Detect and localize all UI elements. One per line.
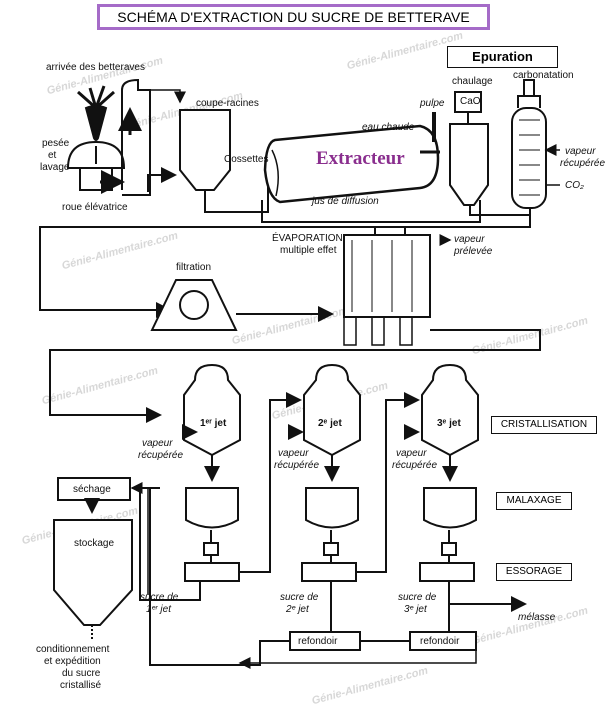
label-refondoir1: refondoir	[298, 636, 338, 647]
label-vapeur2: vapeur	[278, 448, 309, 459]
label-sucre2a: sucre de	[280, 592, 319, 603]
label-multiple: multiple effet	[280, 245, 337, 256]
label-cond4: cristallisé	[60, 680, 102, 691]
label-jet3: 3ᵉ jet	[437, 418, 461, 429]
label-coupe: coupe-racines	[196, 98, 259, 109]
label-evaporation: ÉVAPORATION	[272, 233, 343, 244]
evaporator-icon	[343, 228, 431, 346]
label-recup1: récupérée	[138, 450, 184, 461]
vacuum-pan-1	[183, 363, 241, 457]
label-cao: CaO	[460, 96, 481, 107]
label-recup2: récupérée	[274, 460, 320, 471]
label-vapeur-p: vapeur	[454, 234, 485, 245]
label-pesee: pesée	[42, 138, 70, 149]
label-lavage: lavage	[40, 162, 70, 173]
label-carbonatation: carbonatation	[513, 70, 574, 81]
vacuum-pan-3	[421, 363, 479, 457]
label-roue: roue élévatrice	[62, 202, 128, 213]
filter-press-icon	[150, 279, 238, 331]
label-jet1: 1ᵉʳ jet	[200, 418, 227, 429]
beet-icon	[77, 85, 115, 141]
label-vapeur3: vapeur	[396, 448, 427, 459]
extractor-label: Extracteur	[316, 148, 405, 169]
carbonation-column-icon	[511, 79, 547, 209]
label-recuperee-r: récupérée	[560, 158, 605, 169]
label-jus: jus de diffusion	[312, 196, 379, 207]
label-cond2: et expédition	[44, 656, 101, 667]
label-filtration: filtration	[176, 262, 212, 273]
label-cond3: du sucre	[62, 668, 101, 679]
label-vapeur-r: vapeur	[565, 146, 596, 157]
vacuum-pan-2	[303, 363, 361, 457]
label-sucre3b: 3ᵉ jet	[404, 604, 427, 615]
label-sucre1a: sucre de	[140, 592, 179, 603]
label-sucre2b: 2ᵉ jet	[286, 604, 309, 615]
label-co2: CO₂	[565, 180, 584, 191]
label-arrivee: arrivée des betteraves	[46, 62, 145, 73]
diagram-title: SCHÉMA D'EXTRACTION DU SUCRE DE BETTERAV…	[97, 4, 490, 30]
stage-malaxage: MALAXAGE	[496, 492, 572, 510]
washer-icon	[66, 140, 126, 191]
label-sechage: séchage	[73, 484, 111, 495]
label-recup3: récupérée	[392, 460, 438, 471]
stage-cristallisation: CRISTALLISATION	[491, 416, 597, 434]
label-sucre3a: sucre de	[398, 592, 437, 603]
label-jet2: 2ᵉ jet	[318, 418, 342, 429]
label-melasse: mélasse	[518, 612, 556, 623]
label-stockage: stockage	[74, 538, 115, 549]
label-cossettes: Cossettes	[224, 154, 269, 165]
stage-essorage: ESSORAGE	[496, 563, 572, 581]
label-sucre1b: 1ᵉʳ jet	[146, 604, 171, 615]
label-prelevee: prélevée	[454, 246, 493, 257]
label-vapeur1: vapeur	[142, 438, 173, 449]
label-cond1: conditionnement	[36, 644, 110, 655]
label-refondoir2: refondoir	[420, 636, 460, 647]
label-chaulage: chaulage	[452, 76, 493, 87]
label-et: et	[48, 150, 57, 161]
label-pulpe: pulpe	[420, 98, 445, 109]
epuration-label: Epuration	[447, 46, 558, 68]
label-eau: eau chaude	[362, 122, 415, 133]
